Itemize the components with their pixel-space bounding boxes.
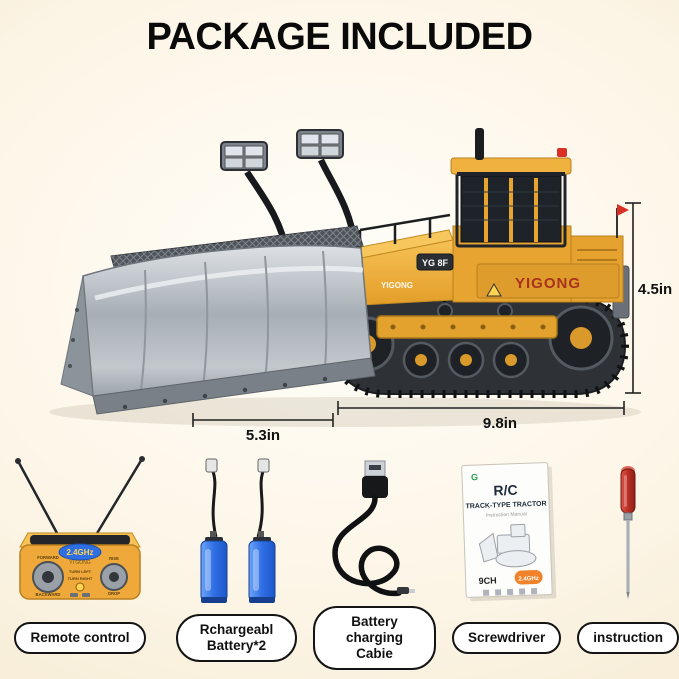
item-label-battery: Rchargeabl Battery*2 (176, 614, 298, 662)
item-manual: G R/C TRACK-TYPE TRACTOR Instruction Man… (451, 457, 562, 665)
screwdriver-shaft (626, 520, 630, 592)
screwdriver-graphic (620, 466, 636, 599)
manual-logo: G (470, 472, 477, 482)
remote-brand: YI GONG (69, 560, 91, 566)
brand-side: YIGONG (515, 275, 581, 292)
screwdriver-handle (620, 468, 636, 514)
charging-cable-graphic (331, 460, 415, 597)
red-flag (617, 204, 629, 216)
item-label-instruction: instruction (577, 622, 679, 654)
light-towers (220, 129, 359, 255)
bulldozer-illustration: YIGONG YG 8F YIGONG (49, 128, 641, 427)
manual-title: R/C (493, 482, 518, 499)
label-drop: DROP (108, 591, 120, 596)
battery-plug-left (205, 458, 218, 473)
beacon-light (557, 148, 567, 157)
antenna-tip-right (139, 456, 145, 462)
warning-sticker (486, 283, 502, 297)
blade (60, 225, 376, 415)
exhaust-stack (475, 128, 484, 160)
page-title: PACKAGE INCLUDED (146, 16, 533, 58)
manual-graphic: G R/C TRACK-TYPE TRACTOR Instruction Man… (460, 462, 556, 602)
battery-plug-right (257, 458, 270, 473)
vehicle-body (324, 213, 624, 309)
item-batteries: Rchargeabl Battery*2 (176, 455, 298, 665)
charge-plug (396, 587, 409, 594)
manual-line-art (478, 523, 537, 568)
body-branding: YIGONG YG 8F YIGONG (381, 253, 581, 297)
batteries-graphic (200, 458, 276, 603)
light-cluster-left (220, 141, 268, 171)
item-label-remote: Remote control (14, 622, 146, 654)
remote-control-graphic: 2.4GHz YI GONG FORWARD BACKWARD RISE DRO… (15, 456, 145, 600)
freq-badge (58, 543, 102, 561)
item-label-screwdriver: Screwdriver (451, 622, 562, 654)
label-forward: FORWARD (37, 555, 59, 560)
remote-freq: 2.4GHz (66, 548, 93, 557)
item-label-cable: Battery charging Cabie (313, 606, 436, 670)
antenna-tip-left (15, 458, 21, 464)
manual-subtitle: TRACK-TYPE TRACTOR (465, 501, 546, 511)
manual-freq: 2.4GHz (518, 576, 539, 583)
included-items-row: 2.4GHz YI GONG FORWARD BACKWARD RISE DRO… (0, 455, 679, 670)
label-backward: BACKWARD (36, 592, 61, 597)
model-plate: YG 8F (422, 258, 449, 268)
manual-channels: 9CH (478, 575, 496, 586)
label-rise: RISE (109, 556, 119, 561)
power-button (75, 582, 85, 592)
manual-freq-badge (514, 570, 543, 585)
battery-2 (248, 531, 276, 603)
cable-coil (331, 495, 402, 597)
item-charging-cable: Battery charging Cabie (313, 455, 436, 670)
brand-hood: YIGONG (381, 281, 413, 290)
battery-1 (200, 531, 228, 603)
light-cluster-right (296, 129, 344, 159)
item-screwdriver-tool: instruction (577, 457, 679, 665)
manual-note: Instruction Manual (485, 511, 526, 518)
item-remote-control: 2.4GHz YI GONG FORWARD BACKWARD RISE DRO… (0, 455, 160, 665)
manual-cert-icons (482, 587, 537, 596)
label-turn-right: TURN RIGHT (68, 576, 93, 581)
cab (450, 128, 629, 248)
label-turn-left: TURN LEFT (69, 569, 92, 574)
track-assembly (328, 294, 630, 398)
